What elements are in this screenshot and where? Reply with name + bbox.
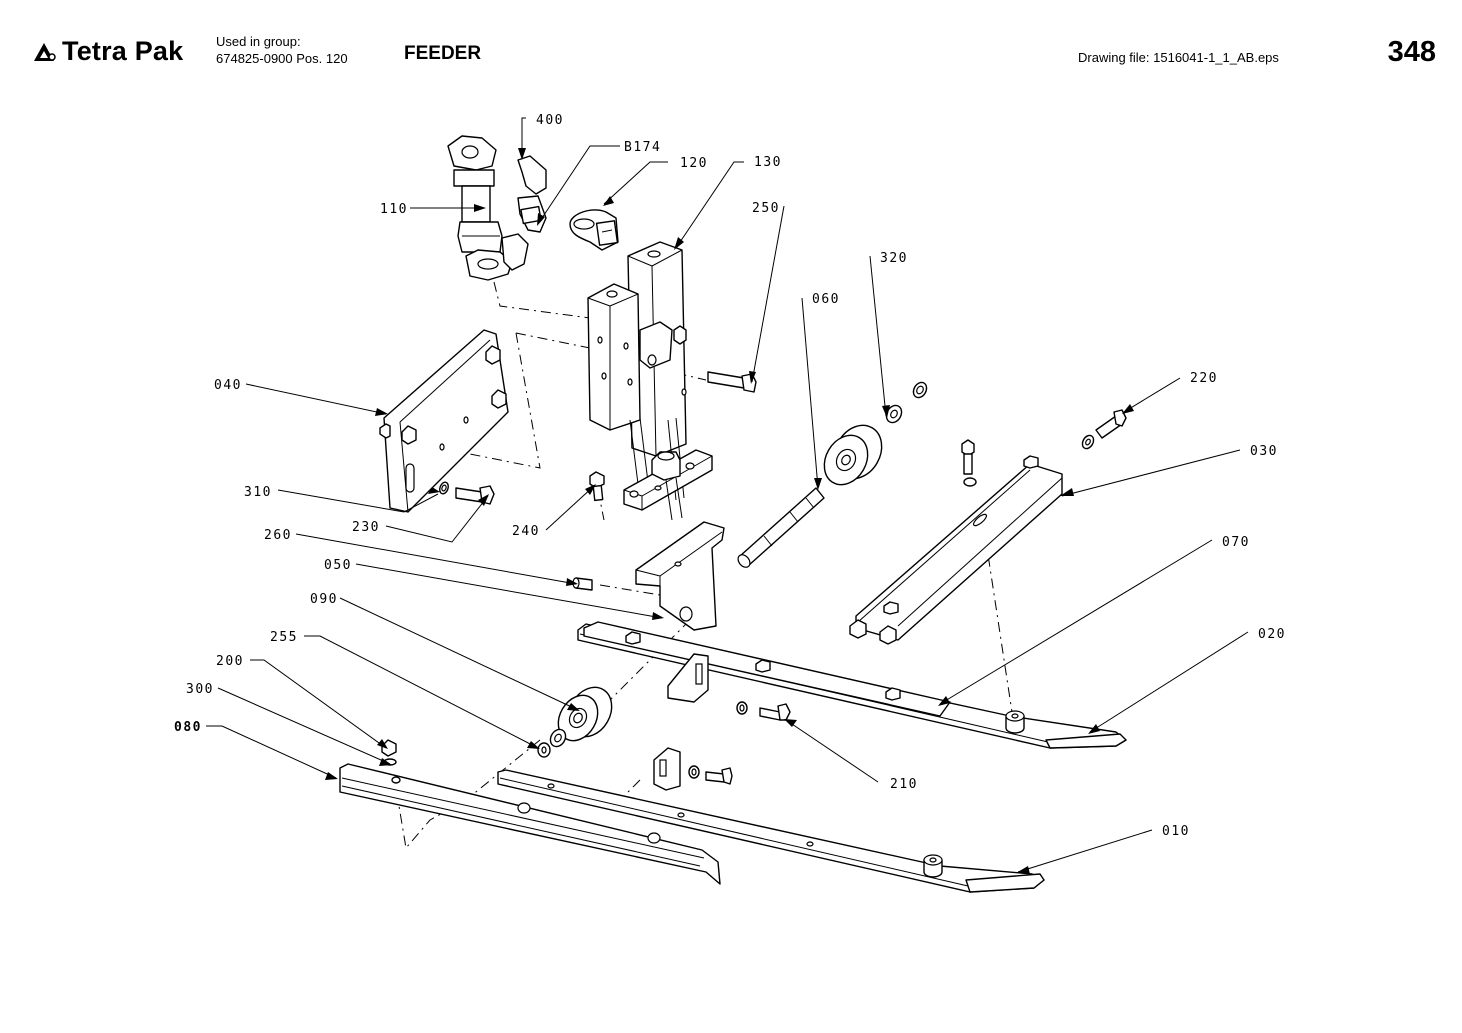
callout-b174: B174: [624, 140, 661, 155]
callout-320: 320: [880, 251, 908, 266]
callout-labels: 400 B174 120 130 110 250 320 060 220 040…: [174, 113, 1286, 839]
callout-240: 240: [512, 524, 540, 539]
part-060-shaft: [737, 487, 825, 568]
used-in-group-label: Used in group:: [216, 34, 301, 49]
part-vertical-bar: [587, 283, 685, 501]
page-number: 348: [1387, 36, 1436, 68]
callout-030: 030: [1250, 444, 1278, 459]
part-030-bar: [849, 455, 1063, 645]
part-upper-wheel: [823, 424, 883, 486]
callout-120: 120: [680, 156, 708, 171]
part-080-rail: [339, 763, 721, 885]
page-header: Tetra Pak Used in group: 674825-0900 Pos…: [0, 0, 1462, 90]
callout-200: 200: [216, 654, 244, 669]
callout-090: 090: [310, 592, 338, 607]
callout-400: 400: [536, 113, 564, 128]
small-hardware: [381, 371, 1127, 785]
page-title: FEEDER: [404, 43, 482, 64]
used-in-group: Used in group: 674825-0900 Pos. 120: [216, 33, 348, 67]
brand-name: Tetra Pak: [62, 36, 184, 66]
callout-110: 110: [380, 202, 408, 217]
callout-080: 080: [174, 720, 202, 735]
callout-250: 250: [752, 201, 780, 216]
callout-020: 020: [1258, 627, 1286, 642]
callout-130: 130: [754, 155, 782, 170]
arrowheads: [325, 148, 1134, 874]
callout-300: 300: [186, 682, 214, 697]
callout-210: 210: [890, 777, 918, 792]
callout-255: 255: [270, 630, 298, 645]
part-090-wheel-lower: [557, 686, 613, 742]
callout-060: 060: [812, 292, 840, 307]
used-in-group-value: 674825-0900 Pos. 120: [216, 51, 348, 66]
callout-040: 040: [214, 378, 242, 393]
callout-230: 230: [352, 520, 380, 535]
callout-310: 310: [244, 485, 272, 500]
part-050-bracket: [635, 521, 725, 631]
callout-010: 010: [1162, 824, 1190, 839]
part-120-sensor: [569, 209, 619, 251]
part-lower-block: [623, 449, 713, 521]
callout-260: 260: [264, 528, 292, 543]
tetra-pak-logo-icon: [34, 42, 56, 61]
part-040-plate: [379, 329, 509, 513]
part-110-cylinder: [447, 135, 547, 281]
callout-220: 220: [1190, 371, 1218, 386]
part-010-rail: [497, 747, 1045, 893]
callout-070: 070: [1222, 535, 1250, 550]
drawing-file: Drawing file: 1516041-1_1_AB.eps: [1078, 50, 1279, 65]
brand-logo: Tetra Pak: [32, 36, 183, 67]
callout-050: 050: [324, 558, 352, 573]
leader-lines: [206, 117, 1249, 873]
part-070-guide: [583, 621, 951, 717]
